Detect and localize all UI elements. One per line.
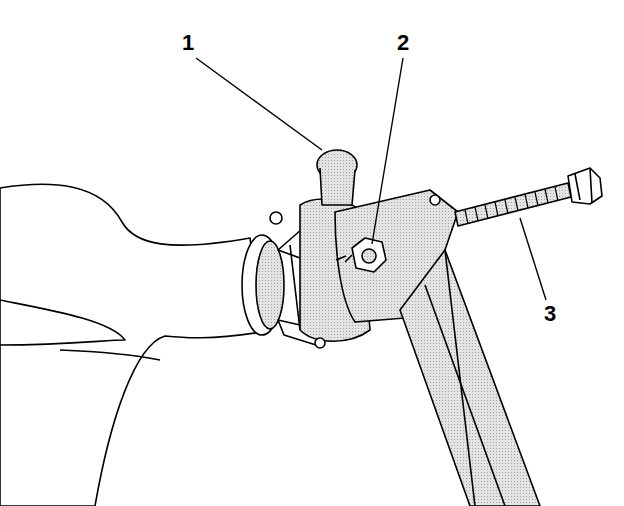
callout-number: 1 (180, 32, 196, 54)
callout-number: 2 (395, 32, 411, 54)
callout-number: 3 (542, 303, 558, 325)
